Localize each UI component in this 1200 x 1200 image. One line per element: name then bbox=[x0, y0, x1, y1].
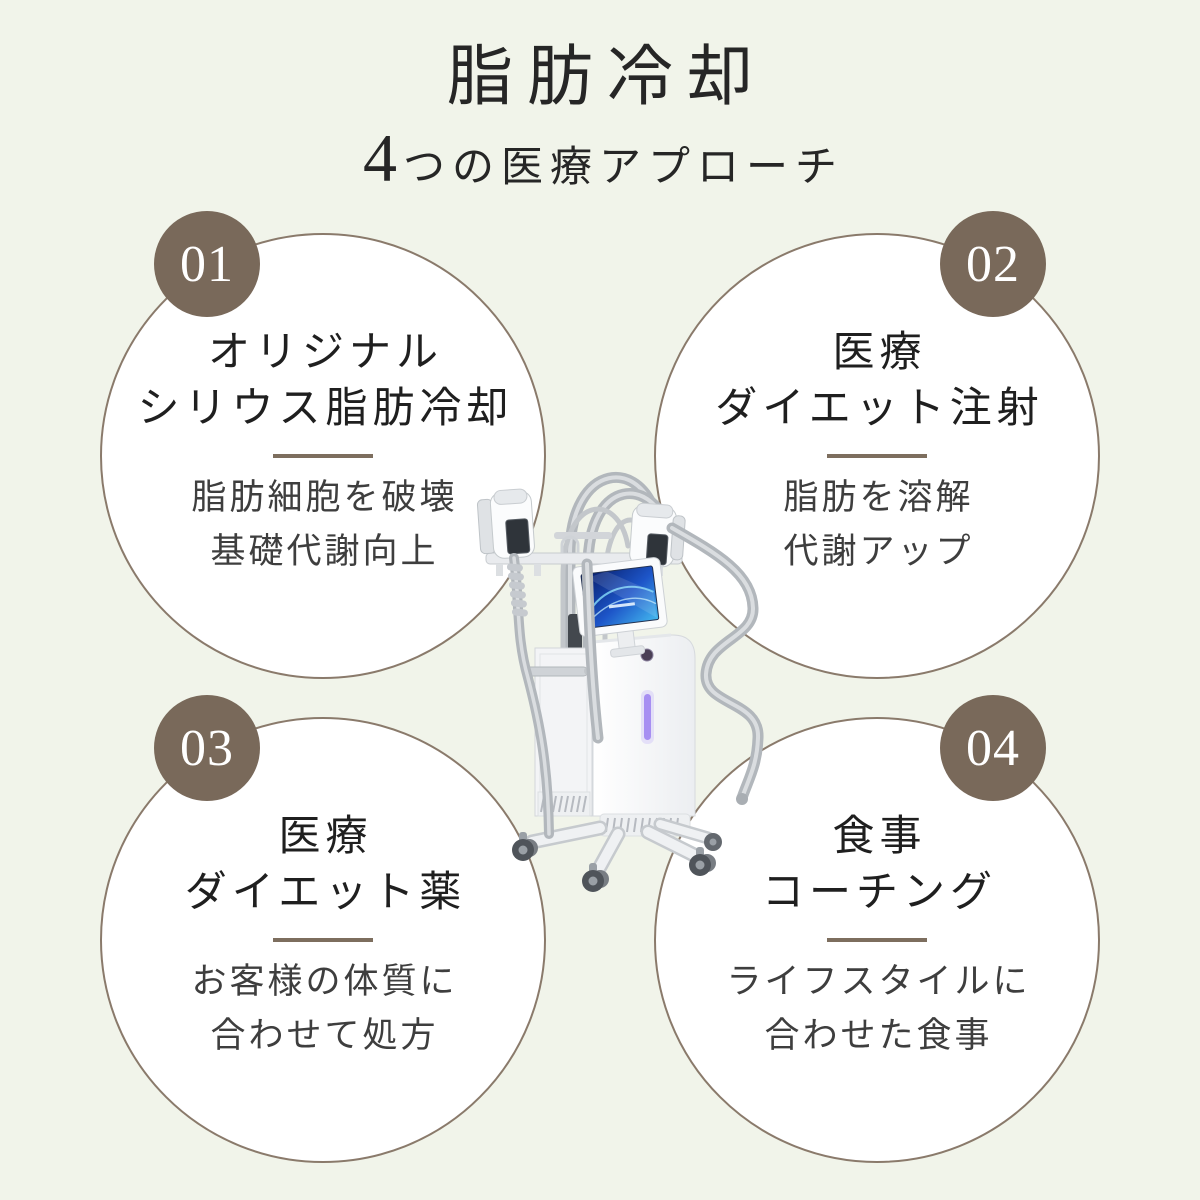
feature-circle-04: 04 食事 コーチング ライフスタイルに 合わせた食事 bbox=[654, 695, 1100, 1163]
feature-desc-line2: 合わせて処方 bbox=[210, 1016, 439, 1055]
feature-title-line1: オリジナル bbox=[207, 330, 443, 376]
feature-title: 医療 ダイエット注射 bbox=[666, 325, 1088, 437]
page-subtitle: 4つの医療アプローチ bbox=[0, 119, 1200, 198]
subtitle-number: 4 bbox=[362, 119, 399, 196]
feature-title: 医療 ダイエット薬 bbox=[112, 809, 534, 921]
divider-line bbox=[273, 454, 373, 458]
feature-title-line2: ダイエット薬 bbox=[184, 870, 467, 916]
feature-title-line1: 医療 bbox=[278, 814, 373, 860]
feature-description: 脂肪を溶解 代謝アップ bbox=[664, 471, 1090, 579]
feature-title-line1: 医療 bbox=[832, 330, 927, 376]
number-badge-03: 03 bbox=[154, 695, 260, 801]
cryolipolysis-machine-icon bbox=[476, 471, 764, 892]
feature-circle-01: 01 オリジナル シリウス脂肪冷却 脂肪細胞を破壊 基礎代謝向上 bbox=[100, 211, 546, 679]
feature-title-line2: コーチング bbox=[761, 870, 997, 916]
feature-circle-02: 02 医療 ダイエット注射 脂肪を溶解 代謝アップ bbox=[654, 211, 1100, 679]
machine-body bbox=[523, 633, 696, 817]
handpiece-left bbox=[476, 488, 535, 559]
feature-desc-line2: 基礎代謝向上 bbox=[210, 532, 439, 571]
caster-wheels bbox=[512, 832, 722, 892]
led-strip-core bbox=[644, 694, 651, 740]
divider-line bbox=[827, 938, 927, 942]
feature-desc-line1: お客様の体質に bbox=[191, 962, 458, 1001]
feature-circle-03: 03 医療 ダイエット薬 お客様の体質に 合わせて処方 bbox=[100, 695, 546, 1163]
feature-desc-line1: ライフスタイルに bbox=[726, 962, 1031, 1001]
number-badge-01: 01 bbox=[154, 211, 260, 317]
cable-coil bbox=[506, 563, 528, 617]
divider-line bbox=[827, 454, 927, 458]
feature-description: 脂肪細胞を破壊 基礎代謝向上 bbox=[110, 471, 536, 579]
feature-desc-line2: 代謝アップ bbox=[783, 532, 974, 571]
feature-description: お客様の体質に 合わせて処方 bbox=[110, 955, 536, 1063]
page-title: 脂肪冷却 bbox=[447, 41, 767, 114]
feature-desc-line2: 合わせた食事 bbox=[764, 1016, 993, 1055]
feature-description: ライフスタイルに 合わせた食事 bbox=[664, 955, 1090, 1063]
handpiece-right bbox=[629, 502, 686, 568]
feature-title-line2: ダイエット注射 bbox=[715, 386, 1044, 432]
monitor bbox=[572, 557, 668, 658]
header: 脂肪冷却 4つの医療アプローチ bbox=[0, 0, 1200, 198]
side-handle bbox=[523, 666, 589, 677]
feature-title: 食事 コーチング bbox=[666, 809, 1088, 921]
feature-desc-line1: 脂肪細胞を破壊 bbox=[191, 478, 458, 517]
subtitle-text: つの医療アプローチ bbox=[402, 144, 844, 191]
feature-title-line1: 食事 bbox=[832, 814, 927, 860]
divider-line bbox=[273, 938, 373, 942]
feature-title: オリジナル シリウス脂肪冷却 bbox=[112, 325, 534, 437]
number-badge-04: 04 bbox=[940, 695, 1046, 801]
front-hoses bbox=[506, 522, 764, 839]
feature-desc-line1: 脂肪を溶解 bbox=[783, 478, 974, 517]
feature-title-line2: シリウス脂肪冷却 bbox=[137, 386, 514, 432]
number-badge-02: 02 bbox=[940, 211, 1046, 317]
